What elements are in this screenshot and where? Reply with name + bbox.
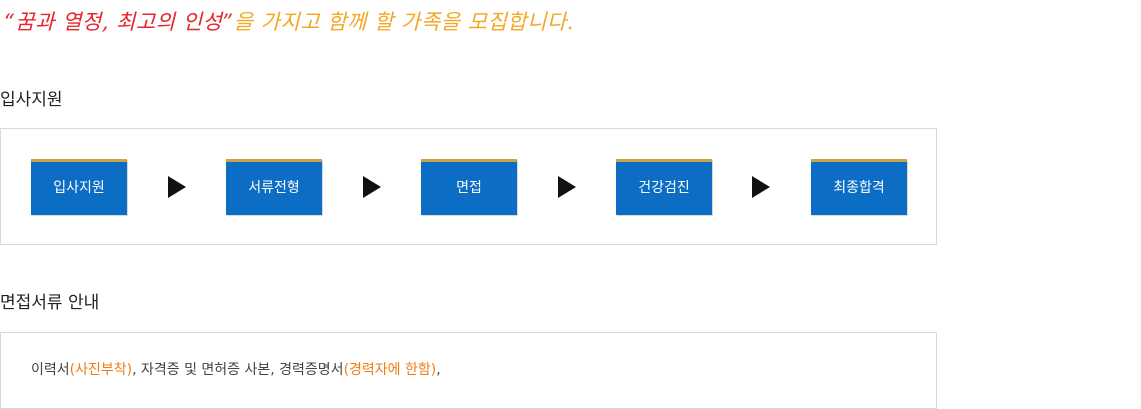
documents-section-title: 면접서류 안내 xyxy=(0,293,100,313)
step-health-check: 건강검진 xyxy=(616,159,712,215)
doc-certificates: , 자격증 및 면허증 사본, 경력증명서 xyxy=(132,362,344,378)
application-process-box: 입사지원 서류전형 면접 건강검진 최종합격 xyxy=(0,128,937,245)
doc-photo-note: (사진부착) xyxy=(69,362,133,378)
recruitment-slogan: “꿈과 열정, 최고의 인성”을 가지고 함께 할 가족을 모집합니다. xyxy=(4,2,574,42)
documents-description: 이력서(사진부착), 자격증 및 면허증 사본, 경력증명서(경력자에 한함), xyxy=(31,359,441,381)
doc-trailing-comma: , xyxy=(436,362,441,378)
slogan-close-quote: ” xyxy=(222,10,234,34)
doc-experienced-note: (경력자에 한함) xyxy=(343,362,437,378)
triangle-right-icon xyxy=(363,176,381,198)
step-document-screening: 서류전형 xyxy=(226,159,322,215)
step-application: 입사지원 xyxy=(31,159,127,215)
slogan-rest: 을 가지고 함께 할 가족을 모집합니다. xyxy=(233,10,574,34)
step-interview: 면접 xyxy=(421,159,517,215)
slogan-emphasis: 꿈과 열정, 최고의 인성 xyxy=(15,10,223,34)
triangle-right-icon xyxy=(168,176,186,198)
application-section-title: 입사지원 xyxy=(0,90,63,110)
triangle-right-icon xyxy=(558,176,576,198)
interview-documents-box: 이력서(사진부착), 자격증 및 면허증 사본, 경력증명서(경력자에 한함), xyxy=(0,332,937,409)
step-final-acceptance: 최종합격 xyxy=(811,159,907,215)
slogan-open-quote: “ xyxy=(4,10,16,34)
doc-resume: 이력서 xyxy=(31,362,70,378)
triangle-right-icon xyxy=(752,176,770,198)
